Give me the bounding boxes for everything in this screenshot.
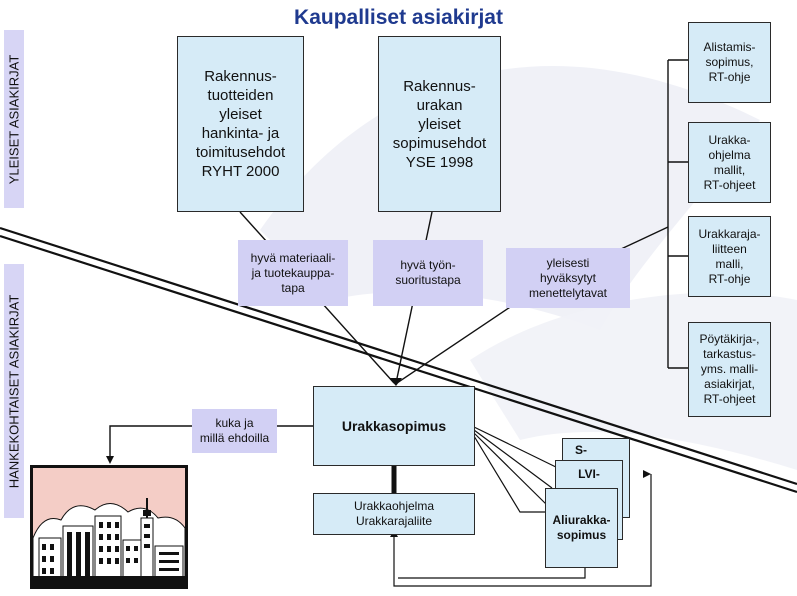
feedback-outer: [393, 474, 652, 587]
ryht-box: Rakennus- tuotteiden yleiset hankinta- j…: [177, 36, 304, 212]
page-title: Kaupalliset asiakirjat: [294, 6, 503, 29]
arrowhead-sub: [643, 470, 651, 478]
right-box-alistamis: Alistamis- sopimus, RT-ohje: [688, 22, 771, 103]
program-box: Urakkaohjelma Urakkarajaliite: [313, 493, 475, 535]
city-skyline: [33, 468, 185, 586]
section-label-project: HANKEKOHTAISET ASIAKIRJAT: [4, 264, 24, 518]
yse-box: Rakennus- urakan yleiset sopimusehdot YS…: [378, 36, 501, 212]
section-label-project-text: HANKEKOHTAISET ASIAKIRJAT: [6, 294, 22, 488]
section-label-general: YLEISET ASIAKIRJAT: [4, 30, 24, 208]
fan-2: [473, 429, 553, 489]
fan-1: [473, 426, 563, 471]
fan-4: [473, 435, 545, 513]
arrowhead-city: [106, 456, 114, 464]
label-material: hyvä materiaali- ja tuotekauppa- tapa: [238, 240, 348, 306]
right-box-urakkaohjelma: Urakka- ohjelma mallit, RT-ohjeet: [688, 122, 771, 203]
right-box-urakkaraja: Urakkaraja- liitteen malli, RT-ohje: [688, 216, 771, 297]
section-divider: [0, 226, 797, 486]
contract-box: Urakkasopimus: [313, 386, 475, 466]
label-work: hyvä työn- suoritustapa: [373, 240, 483, 306]
fan-3: [473, 432, 549, 507]
city-illustration: [30, 465, 188, 589]
section-divider-2: [0, 234, 797, 494]
sub-box-aliurakka: Aliurakka- sopimus: [545, 488, 618, 568]
arrowhead-contract: [389, 378, 402, 386]
section-label-general-text: YLEISET ASIAKIRJAT: [6, 54, 22, 184]
right-box-poytakirja: Pöytäkirja-, tarkastus- yms. malli- asia…: [688, 322, 771, 417]
label-procedures: yleisesti hyväksytyt menettelytavat: [506, 248, 630, 308]
label-who: kuka ja millä ehdoilla: [192, 409, 277, 453]
feedback-inner: [398, 568, 586, 579]
